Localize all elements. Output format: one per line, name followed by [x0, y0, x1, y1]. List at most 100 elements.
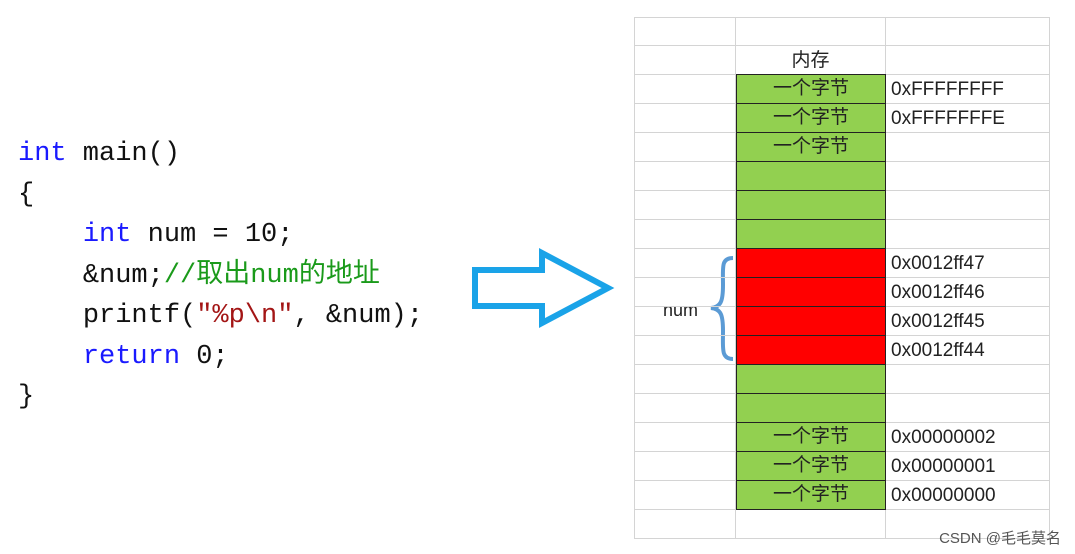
indent	[18, 301, 83, 331]
address-cell: 0x0012ff44	[886, 336, 1050, 365]
memory-byte-num	[736, 277, 886, 307]
code-line-3: int num = 10;	[18, 215, 423, 256]
address-cell: 0x00000002	[886, 423, 1050, 452]
memory-byte: 一个字节	[736, 74, 886, 104]
empty-cell	[634, 510, 736, 539]
indent	[18, 261, 83, 291]
string-literal: "%p\n"	[196, 301, 294, 331]
address-cell	[886, 394, 1050, 423]
address-cell	[886, 191, 1050, 220]
memory-row: 0x0012ff45	[634, 306, 1050, 336]
memory-byte	[736, 219, 886, 249]
empty-cell	[634, 104, 736, 133]
memory-byte	[736, 190, 886, 220]
address-cell: 0xFFFFFFFE	[886, 104, 1050, 133]
memory-byte: 一个字节	[736, 451, 886, 481]
memory-row	[634, 17, 1050, 46]
empty-cell	[634, 17, 736, 46]
empty-cell	[634, 394, 736, 423]
empty-cell	[634, 162, 736, 191]
empty-cell	[634, 481, 736, 510]
keyword: int	[18, 139, 67, 169]
memory-byte: 一个字节	[736, 103, 886, 133]
variable-label: num	[663, 300, 699, 320]
address-cell	[886, 365, 1050, 394]
watermark: CSDN @毛毛莫名	[939, 530, 1061, 547]
code-line-7: }	[18, 377, 423, 418]
memory-byte: 一个字节	[736, 480, 886, 510]
memory-row: 内存	[634, 46, 1050, 75]
address-cell	[886, 162, 1050, 191]
address-cell: 0x0012ff46	[886, 278, 1050, 307]
memory-byte-num	[736, 248, 886, 278]
code-line-1: int main()	[18, 134, 423, 175]
memory-row: 0x0012ff46	[634, 277, 1050, 307]
memory-row	[634, 219, 1050, 249]
memory-row	[634, 510, 1050, 539]
code-comment: //取出num的地址	[163, 260, 380, 291]
memory-row	[634, 393, 1050, 423]
address-cell: 0x0012ff47	[886, 249, 1050, 278]
empty-cell	[634, 249, 736, 278]
memory-row: 0x0012ff47	[634, 248, 1050, 278]
keyword: return	[82, 341, 181, 372]
code-text: num = 10;	[131, 220, 294, 250]
memory-row	[634, 190, 1050, 220]
address-cell: 0x00000001	[886, 452, 1050, 481]
address-cell	[886, 133, 1050, 162]
indent	[18, 220, 83, 250]
memory-byte: 一个字节	[736, 422, 886, 452]
code-text: 0;	[180, 341, 229, 372]
empty-cell	[634, 307, 736, 336]
code-line-5: printf("%p\n", &num);	[18, 296, 423, 337]
code-line-2: {	[18, 175, 423, 216]
memory-byte-num	[736, 306, 886, 336]
address-cell	[886, 17, 1050, 46]
empty-cell	[634, 75, 736, 104]
memory-byte-num	[736, 335, 886, 365]
empty-cell	[634, 336, 736, 365]
empty-cell	[634, 46, 736, 75]
memory-byte	[736, 393, 886, 423]
empty-cell	[634, 278, 736, 307]
memory-byte	[736, 510, 886, 539]
empty-cell	[634, 452, 736, 481]
code-text: {	[18, 179, 35, 210]
address-cell: 0x0012ff45	[886, 307, 1050, 336]
address-cell	[886, 46, 1050, 75]
memory-byte	[736, 17, 886, 46]
right-arrow-icon	[472, 248, 615, 328]
memory-row	[634, 364, 1050, 394]
memory-header: 内存	[736, 46, 886, 75]
memory-byte: 一个字节	[736, 132, 886, 162]
code-text: main()	[66, 139, 181, 169]
memory-byte	[736, 161, 886, 191]
code-text: }	[18, 382, 35, 412]
memory-row	[634, 161, 1050, 191]
curly-brace-icon	[710, 256, 734, 361]
empty-cell	[634, 191, 736, 220]
keyword: int	[82, 220, 132, 250]
address-cell	[886, 220, 1050, 249]
code-block: int main() { int num = 10; &num;//取出num的地…	[18, 134, 423, 418]
empty-cell	[634, 423, 736, 452]
code-text: printf(	[82, 301, 197, 331]
memory-row: 0x0012ff44	[634, 335, 1050, 365]
memory-byte	[736, 364, 886, 394]
code-line-4: &num;//取出num的地址	[18, 256, 423, 297]
address-cell: 0xFFFFFFFF	[886, 75, 1050, 104]
address-cell: 0x00000000	[886, 481, 1050, 510]
indent	[18, 342, 83, 372]
empty-cell	[634, 133, 736, 162]
empty-cell	[634, 365, 736, 394]
empty-cell	[634, 220, 736, 249]
code-text: &num;	[82, 260, 164, 291]
code-text: , &num);	[293, 301, 424, 331]
code-line-6: return 0;	[18, 337, 423, 378]
address-cell	[886, 510, 1050, 539]
